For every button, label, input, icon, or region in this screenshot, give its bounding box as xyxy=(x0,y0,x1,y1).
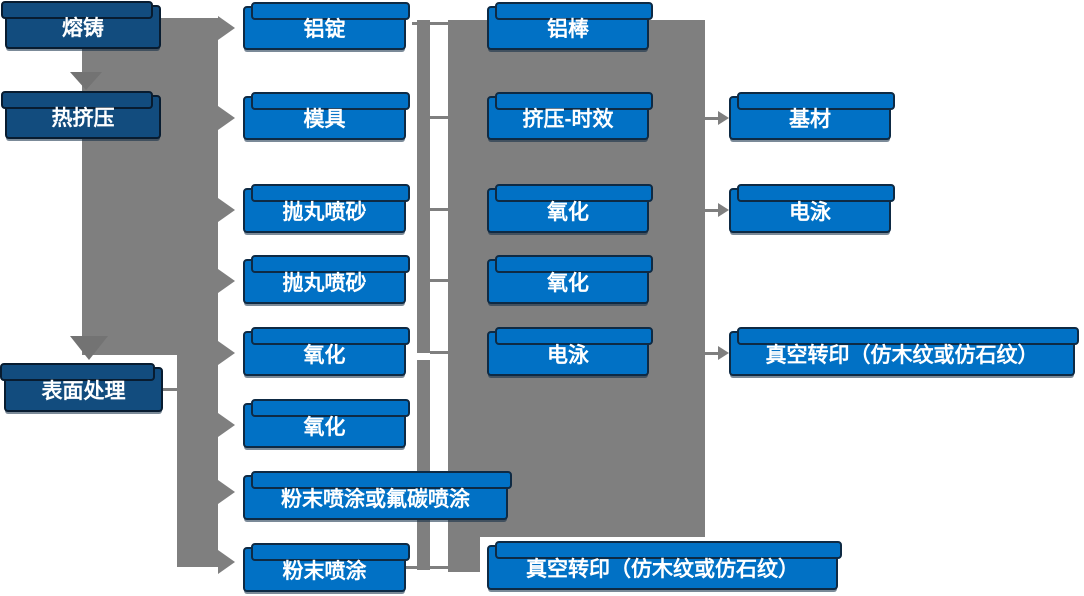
connector-strip-bottom xyxy=(448,537,480,572)
link-line-shot-blast-2 xyxy=(430,279,448,282)
arrow-right-icon xyxy=(218,341,235,365)
connector-bar-mid-upper xyxy=(417,20,430,353)
node-shot-blast-1: 抛丸喷砂 xyxy=(243,184,410,233)
link-line-electrophoresis xyxy=(705,209,718,212)
node-substrate: 基材 xyxy=(729,92,895,140)
connector-bus-left-lower xyxy=(177,355,218,567)
node-powder-coating: 粉末喷涂 xyxy=(243,543,410,592)
node-vacuum-transfer-bottom: 真空转印（仿木纹或仿石纹） xyxy=(487,541,842,590)
arrow-right-icon xyxy=(218,16,235,40)
node-oxidation-3: 氧化 xyxy=(487,184,653,233)
connector-bar-mid-lower xyxy=(417,360,430,570)
arrow-right-icon xyxy=(218,480,235,504)
node-mold: 模具 xyxy=(243,92,410,140)
arrow-right-icon xyxy=(218,198,235,222)
node-vacuum-transfer-right: 真空转印（仿木纹或仿石纹） xyxy=(729,327,1079,376)
arrow-right-icon xyxy=(718,111,729,125)
link-line-powder-coating xyxy=(406,566,448,569)
node-oxidation-1: 氧化 xyxy=(243,327,410,376)
node-extrusion-aging: 挤压-时效 xyxy=(487,92,653,140)
link-line-oxidation-1 xyxy=(430,351,448,354)
link-line-mold xyxy=(430,116,448,119)
node-electrophoresis-2: 电泳 xyxy=(729,184,895,233)
arrow-right-icon xyxy=(218,550,235,574)
connector-bus-left-upper xyxy=(82,18,218,355)
node-oxidation-4: 氧化 xyxy=(487,255,653,304)
node-melt-cast: 熔铸 xyxy=(1,1,161,49)
node-surface-treatment: 表面处理 xyxy=(0,363,163,412)
node-al-ingot: 铝锭 xyxy=(243,2,410,50)
node-shot-blast-2: 抛丸喷砂 xyxy=(243,255,410,304)
node-hot-extrusion: 热挤压 xyxy=(1,91,161,139)
node-oxidation-2: 氧化 xyxy=(243,399,410,448)
arrow-right-icon xyxy=(718,346,729,360)
arrow-right-icon xyxy=(718,203,729,217)
link-line-al-ingot xyxy=(412,22,448,25)
link-line-shot-blast-1 xyxy=(430,208,448,211)
arrow-right-icon xyxy=(218,269,235,293)
node-electrophoresis-1: 电泳 xyxy=(487,327,653,376)
arrow-right-icon xyxy=(218,413,235,437)
link-line-vacuum-transfer xyxy=(705,352,718,355)
node-al-rod: 铝棒 xyxy=(487,2,653,50)
arrow-right-icon xyxy=(218,106,235,130)
node-powder-or-fluorocarbon: 粉末喷涂或氟碳喷涂 xyxy=(243,471,512,520)
link-line-surface-treatment xyxy=(162,388,177,391)
link-line-substrate xyxy=(705,117,718,120)
